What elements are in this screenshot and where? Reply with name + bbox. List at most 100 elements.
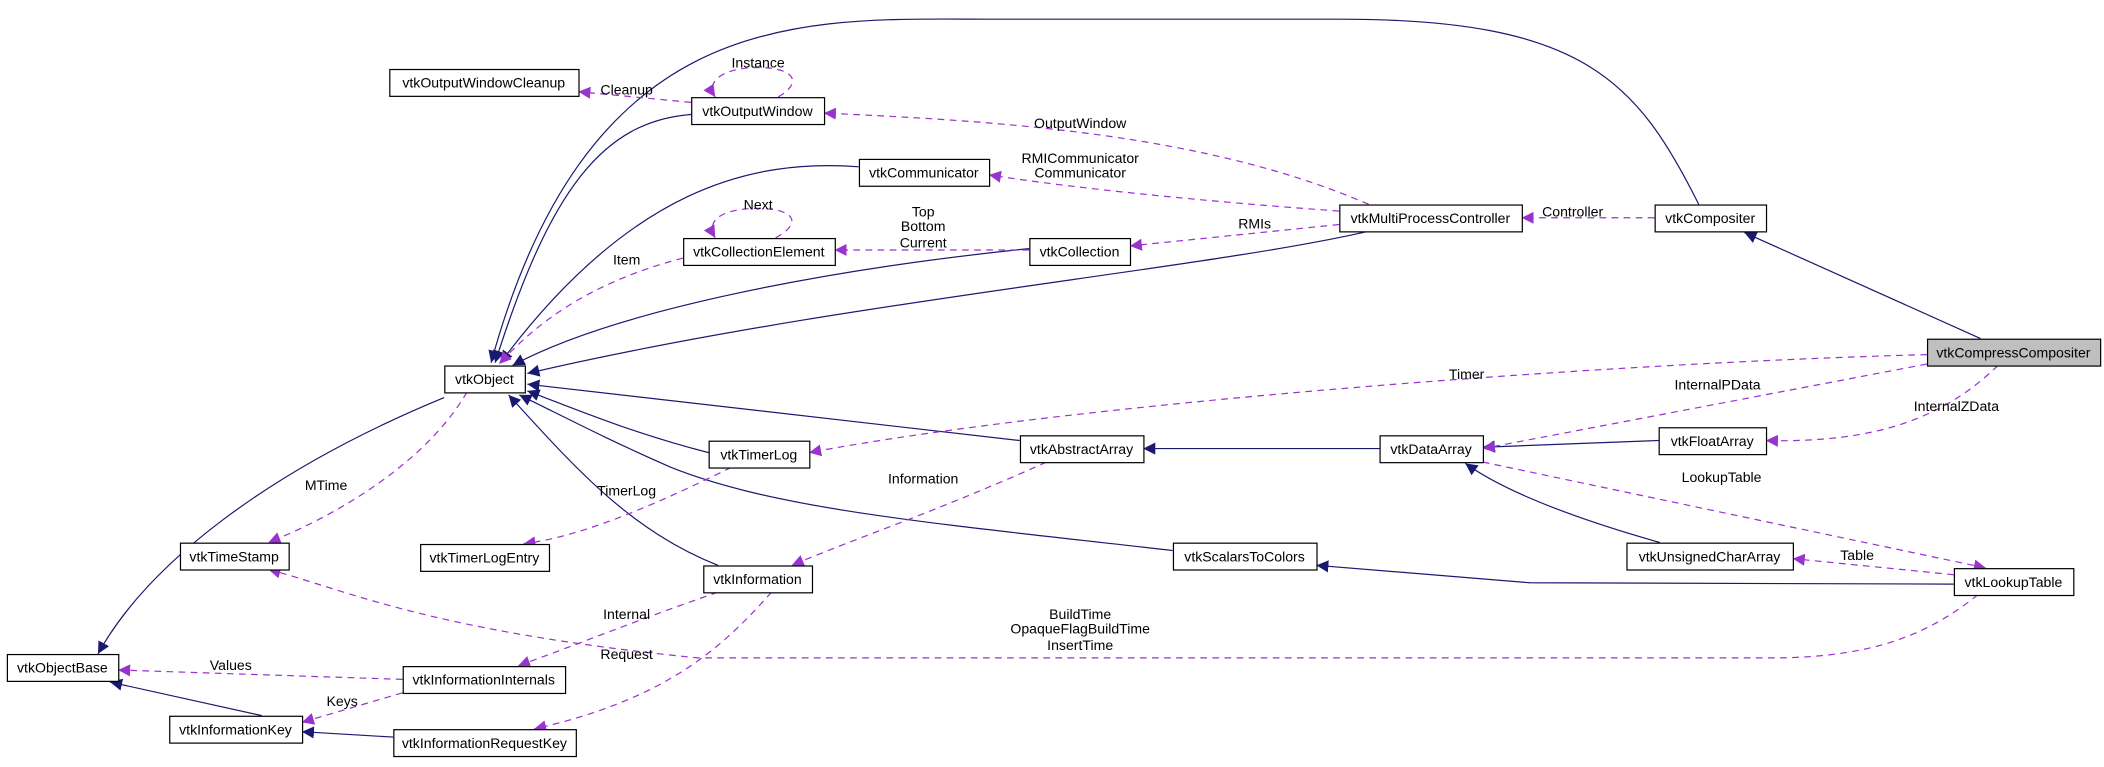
usage-edge-rmis [1129,223,1340,251]
class-node-infokey[interactable]: vtkInformationKey [169,715,304,744]
class-node-label: vtkInformationKey [179,721,293,737]
class-node-label: vtkTimerLogEntry [430,550,541,566]
edge-label-request: Request [600,646,653,662]
edge-label-topbottom: Bottom [901,218,946,234]
usage-edge-internalzdata [1765,364,1999,447]
edge-label-topbottom: Top [912,203,935,219]
class-node-label: vtkTimerLog [720,446,797,462]
class-node-inforeq[interactable]: vtkInformationRequestKey [393,729,577,758]
class-node-box [691,97,826,126]
inheritance-edge-informationrequestkey-to-informationkey [301,726,394,739]
class-node-comm[interactable]: vtkCommunicator [858,158,991,187]
class-node-box [1953,568,2075,597]
inheritance-edge-lookuptable-to-scalarstocolors [1316,560,1954,585]
class-node-info[interactable]: vtkInformation [703,565,814,594]
class-node-mpc[interactable]: vtkMultiProcessController [1339,204,1523,233]
edge-label-timerlog: TimerLog [597,483,656,499]
class-node-label: vtkInformation [713,571,801,587]
inheritance-edge-collection-to-object [512,248,1030,366]
edge-label-internalpdata: InternalPData [1675,377,1761,393]
edge-label-keys: Keys [327,693,358,709]
inheritance-edge-abstractarray-to-object [527,379,1020,442]
class-node-label: vtkObjectBase [17,660,108,676]
edge-label-lookuptable: LookupTable [1682,469,1762,485]
class-node-label: vtkCollectionElement [693,244,825,260]
class-node-infoint[interactable]: vtkInformationInternals [402,666,567,695]
class-node-compositer[interactable]: vtkCompositer [1654,204,1768,233]
usage-edge-values [118,664,403,680]
class-node-box [6,653,120,682]
class-node-compress[interactable]: vtkCompressCompositer [1926,338,2102,367]
class-node-box [1926,338,2102,367]
inheritance-edge-compresscompositer-to-compositer [1744,231,1981,340]
class-node-box [1654,204,1768,233]
usage-edge-item [498,257,684,365]
class-node-box [393,729,577,758]
inheritance-edge-object-to-objectbase [97,397,445,655]
class-node-label: vtkUnsignedCharArray [1639,548,1782,564]
usage-edge-keys [301,692,403,725]
class-node-label: vtkMultiProcessController [1351,210,1511,226]
edge-label-values: Values [210,657,252,673]
class-node-cleanup[interactable]: vtkOutputWindowCleanup [389,68,580,97]
class-node-label: vtkLookupTable [1965,574,2063,590]
usage-edge-communicator [988,170,1340,212]
usage-edge-internalpdata [1482,363,1927,453]
edge-label-buildtime: OpaqueFlagBuildTime [1010,621,1150,637]
class-node-label: vtkTimeStamp [189,548,279,564]
class-node-timestamp[interactable]: vtkTimeStamp [179,542,290,571]
usage-edge-table [1792,553,1954,576]
class-node-box [444,365,526,394]
class-node-s2c[interactable]: vtkScalarsToColors [1172,542,1318,571]
class-node-box [858,158,991,187]
class-node-box [169,715,304,744]
edge-label-item: Item [613,252,640,268]
class-node-label: vtkCompressCompositer [1936,344,2090,360]
class-node-collel[interactable]: vtkCollectionElement [683,237,836,267]
edge-label-buildtime: BuildTime [1049,606,1111,622]
usage-edge-mtime [268,391,468,544]
inheritance-edge-communicator-to-object [500,165,859,364]
usage-edge-instance [703,66,794,98]
usage-edge-next [703,207,793,239]
edge-label-outputwindow: OutputWindow [1034,115,1127,131]
class-node-lut[interactable]: vtkLookupTable [1953,568,2075,597]
class-node-tlentry[interactable]: vtkTimerLogEntry [420,543,551,572]
edge-label-internalzdata: InternalZData [1914,398,1999,414]
inheritance-edge-multiprocesscontroller-to-object [527,230,1369,377]
class-node-label: vtkScalarsToColors [1184,548,1304,564]
class-node-ucarray[interactable]: vtkUnsignedCharArray [1626,542,1794,571]
edge-label-information: Information [888,470,958,486]
inheritance-edge-floatarray-to-dataarray [1482,439,1659,453]
class-node-timerlog[interactable]: vtkTimerLog [708,440,811,469]
usage-edge-information [791,461,1047,567]
edge-label-table: Table [1840,547,1874,563]
inheritance-edge-information-to-object [508,394,719,566]
edge-label-controller: Controller [1542,203,1603,219]
class-node-box [703,565,814,594]
class-node-label: vtkObject [455,371,514,387]
class-node-floatarray[interactable]: vtkFloatArray [1658,427,1768,456]
class-node-outwin[interactable]: vtkOutputWindow [691,97,826,126]
usage-edge-lookuptable [1482,461,1987,572]
class-node-absarray[interactable]: vtkAbstractArray [1019,435,1145,464]
edge-label-instance: Instance [732,54,785,70]
class-node-box [1029,237,1132,267]
class-node-box [402,666,567,695]
edge-label-topbottom: Current [900,234,947,250]
usage-edge-buildtime [268,566,1979,659]
inheritance-edge-outputwindow-to-object [493,113,692,363]
class-node-object[interactable]: vtkObject [444,365,526,394]
edge-label-rmis: RMIs [1238,216,1271,232]
class-node-label: vtkDataArray [1390,441,1472,457]
edge-label-mtime: MTime [305,477,348,493]
class-node-objbase[interactable]: vtkObjectBase [6,653,120,682]
edge-label-next: Next [744,197,773,213]
class-node-label: vtkCommunicator [869,165,979,181]
class-node-box [179,542,290,571]
class-node-dataarray[interactable]: vtkDataArray [1379,435,1485,464]
class-node-box [1658,427,1768,456]
class-node-coll[interactable]: vtkCollection [1029,237,1132,267]
usage-edge-timerlog [523,466,732,549]
